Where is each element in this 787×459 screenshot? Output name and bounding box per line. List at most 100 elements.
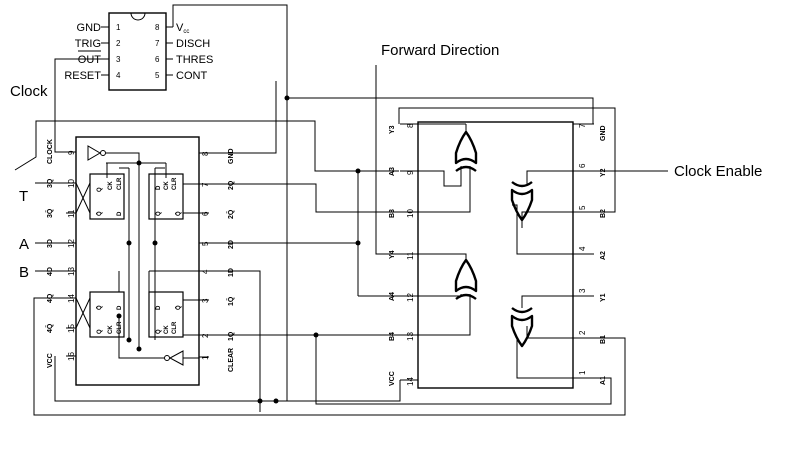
ff-qbar-label: Q̄ — [175, 305, 182, 310]
ff-pin-number: 16 — [67, 352, 76, 361]
ff-pin-number: 9 — [67, 150, 76, 155]
ff-q-label: Q — [97, 187, 103, 192]
xor-pin-number: 6 — [578, 163, 587, 168]
xor-pin-name: B1 — [600, 335, 607, 344]
ff-pin-name: CLOCK — [47, 139, 54, 164]
xor-pin-name: A2 — [600, 251, 607, 260]
ff-pin-name: 2Q — [228, 180, 235, 190]
xor-pin-name: A4 — [389, 292, 396, 301]
timer-pin-name: GND — [77, 22, 102, 34]
ff-d-label: D — [156, 185, 162, 190]
xor-pin-number: 7 — [578, 123, 587, 128]
ff-qbar-label: Q̄ — [175, 211, 182, 216]
xor-pin-name: Y1 — [600, 293, 607, 302]
xor-chip: Y3 A3 B3 Y4 A4 B4 VCC 8 9 10 11 12 13 14… — [389, 121, 607, 389]
ff-pin-number: 7 — [201, 182, 210, 187]
ff-pin-name: 2D — [228, 240, 235, 249]
ff-pin-name: 3Q — [47, 178, 54, 188]
ff-pin-name: 3D — [47, 239, 54, 248]
timer-pin-name: RESET — [64, 70, 101, 82]
timer-pin-number: 2 — [116, 39, 121, 48]
forward-direction-label: Forward Direction — [381, 42, 499, 59]
ff-pin-number: 11 — [67, 209, 76, 218]
ff-pin-number: 13 — [67, 267, 76, 276]
ff-ck-label: CK — [108, 325, 114, 334]
xor-pin-name: VCC — [389, 371, 396, 386]
b-label: B — [19, 264, 29, 281]
ff-pin-number: 14 — [67, 294, 76, 303]
ff-pin-number: 3 — [201, 298, 210, 303]
xor-pin-number: 1 — [578, 370, 587, 375]
xor-pin-name: B4 — [389, 332, 396, 341]
ff-pin-number: 2 — [201, 333, 210, 338]
ff-clr-label: CLR — [172, 177, 178, 190]
ff-qbar-label: Q̄ — [96, 211, 103, 216]
xor-pin-number: 14 — [406, 377, 415, 386]
ff-pin-name: 2Q̄ — [226, 209, 235, 219]
flipflop-3 — [75, 173, 125, 220]
timer-pin-name: THRES — [176, 54, 213, 66]
ff-q-label: Q — [156, 211, 162, 216]
ff-pin-name: 4Q — [47, 293, 54, 303]
xor-pin-number: 5 — [578, 205, 587, 210]
xor-pin-number: 11 — [406, 251, 415, 260]
ff-pin-name: 1D — [228, 268, 235, 277]
timer-pin-name: DISCH — [176, 38, 210, 50]
ff-clr-label: CLR — [117, 177, 123, 190]
timer-pin-name: TRIG — [75, 38, 101, 50]
xor-pin-name: A1 — [600, 376, 607, 385]
xor-pin-number: 3 — [578, 288, 587, 293]
xor-gate-icon — [418, 123, 478, 213]
xor-pin-number: 12 — [406, 293, 415, 302]
ff-ck-label: CK — [108, 181, 114, 190]
ff-q-label: Q — [97, 329, 103, 334]
xor-pin-name: Y2 — [600, 168, 607, 177]
xor-gate-icon — [418, 253, 478, 336]
flipflop-1 — [148, 270, 199, 338]
xor-pin-name: Y4 — [389, 250, 396, 259]
ff-d-label: D — [117, 305, 123, 310]
ff-qbar-label: Q̄ — [96, 305, 103, 310]
xor-pin-number: 13 — [406, 332, 415, 341]
junction-dots — [116, 95, 361, 404]
timer-pin-number: 1 — [116, 23, 121, 32]
xor-pin-number: 4 — [578, 246, 587, 251]
timer-pin-name: Vcc — [176, 22, 189, 35]
xor-pin-name: GND — [600, 125, 607, 141]
xor-pin-number: 10 — [406, 209, 415, 218]
timer-pin-number: 6 — [155, 55, 160, 64]
timer-pin-number: 8 — [155, 23, 160, 32]
wires — [14, 4, 668, 416]
ff-pin-number: 12 — [67, 239, 76, 248]
timer-pin-number: 5 — [155, 71, 160, 80]
ff-d-label: D — [156, 305, 162, 310]
timer-pin-name: CONT — [176, 70, 207, 82]
ff-pin-name: VCC — [47, 353, 54, 368]
xor-pin-number: 9 — [406, 170, 415, 175]
ff-pin-name: 3Q̄ — [45, 208, 54, 218]
ff-pin-name: GND — [228, 148, 235, 164]
ff-pin-number: 6 — [201, 211, 210, 216]
timer-pin-name: OUT — [78, 54, 102, 66]
ff-pin-name: 4D — [47, 267, 54, 276]
ff-d-label: D — [117, 211, 123, 216]
t-label: T — [19, 188, 28, 205]
ff-pin-number: 4 — [201, 269, 210, 274]
ff-q-label: Q — [156, 329, 162, 334]
flipflop-chip: CLOCK 3Q 3Q̄ 3D 4D 4Q 4Q̄ VCC 9 10 11 12… — [45, 136, 235, 386]
ff-pin-name: 4Q̄ — [45, 323, 54, 333]
timer-pin-number: 4 — [116, 71, 121, 80]
xor-gate-icon — [510, 170, 573, 255]
timer-pin-number: 7 — [155, 39, 160, 48]
flipflop-2 — [148, 173, 199, 243]
ff-pin-name: CLEAR — [228, 348, 235, 372]
flipflop-4 — [75, 271, 125, 338]
ff-pin-number: 8 — [201, 151, 210, 156]
timer-555-chip: GND TRIG OUT RESET 1 2 3 4 8 7 6 5 Vcc D… — [64, 12, 213, 91]
ff-clr-label: CLR — [172, 321, 178, 334]
clock-label: Clock — [10, 83, 48, 100]
xor-pin-number: 2 — [578, 330, 587, 335]
timer-pin-number: 3 — [116, 55, 121, 64]
ff-ck-label: CK — [164, 181, 170, 190]
